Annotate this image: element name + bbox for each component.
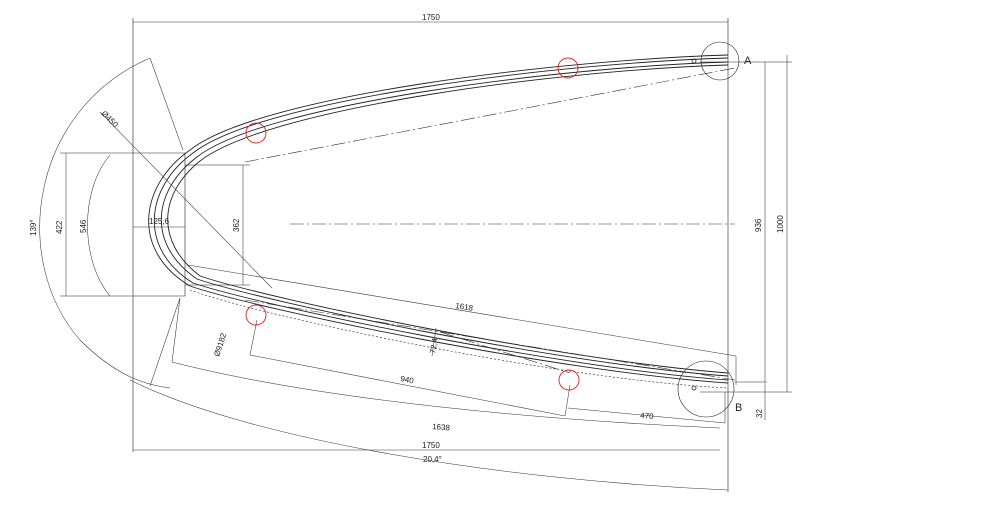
label-point-b: B xyxy=(735,402,742,414)
dim-diameter-9182: Ø9182 xyxy=(212,331,228,357)
dim-height-1000: 1000 xyxy=(776,215,785,233)
end-markers: A B xyxy=(677,41,752,418)
dim-len-1618: 1618 xyxy=(455,301,475,313)
dim-bottom-width: 1750 xyxy=(422,441,440,450)
center-lines xyxy=(244,67,736,381)
dim-height-362: 362 xyxy=(232,218,241,232)
dim-len-940: 940 xyxy=(400,374,415,385)
end-point-b xyxy=(691,385,697,391)
dim-arc-1638: 1638 xyxy=(432,422,451,433)
dim-offset-32: 32 xyxy=(755,409,764,418)
dim-top-width: 1750 xyxy=(422,13,440,22)
extension-lines xyxy=(60,18,792,492)
red-marker-2 xyxy=(557,57,579,79)
dim-angle-20: 20,4° xyxy=(423,455,442,464)
red-marker-1 xyxy=(245,122,267,144)
dimension-texts: 1750 1750 20,4° Ø450 139° 422 546 125,6 … xyxy=(29,13,785,464)
red-marker-4 xyxy=(558,369,580,391)
dimension-lines xyxy=(39,21,788,491)
red-marker-3 xyxy=(245,304,267,326)
label-point-a: A xyxy=(744,55,752,67)
end-point-a xyxy=(691,58,697,64)
dim-height-936: 936 xyxy=(754,218,763,232)
dim-height-422: 422 xyxy=(55,220,64,234)
end-circle-a xyxy=(700,41,740,81)
dim-offset-125: 125,6 xyxy=(149,217,170,226)
dim-diameter-450: Ø450 xyxy=(100,109,121,130)
dim-arc-546: 546 xyxy=(79,219,88,233)
dim-depth-72: 72,4 xyxy=(428,337,440,354)
dim-len-470: 470 xyxy=(640,411,655,421)
dim-angle-139: 139° xyxy=(29,219,38,236)
end-circle-b xyxy=(677,360,735,418)
